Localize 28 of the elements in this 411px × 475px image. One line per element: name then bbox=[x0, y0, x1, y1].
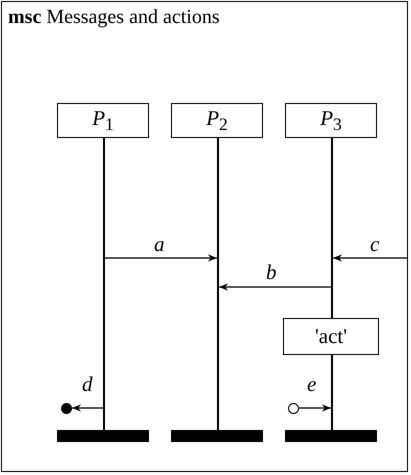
instance-box bbox=[285, 103, 377, 138]
message-label: b bbox=[266, 260, 276, 285]
message-label: c bbox=[370, 232, 380, 257]
message-label: e bbox=[307, 372, 316, 397]
instance-name: P$_{2}$ bbox=[206, 106, 228, 136]
diagram-title: msc Messages and actions bbox=[8, 6, 220, 29]
message-arrow bbox=[299, 404, 331, 412]
lost-message-dot bbox=[61, 403, 72, 414]
instance-end-bar bbox=[57, 430, 149, 442]
message-arrow bbox=[105, 254, 217, 262]
lifeline bbox=[103, 138, 105, 430]
lifeline bbox=[331, 355, 333, 430]
instance-end-bar bbox=[171, 430, 263, 442]
lifeline bbox=[217, 138, 219, 430]
lifeline bbox=[331, 138, 333, 319]
instance-name: P$_{3}$ bbox=[320, 106, 342, 136]
message-label: d bbox=[82, 372, 92, 397]
instance-name: P$_{1}$ bbox=[92, 106, 114, 136]
instance-box bbox=[57, 103, 149, 138]
instance-end-bar bbox=[285, 430, 377, 442]
message-label: a bbox=[154, 232, 164, 257]
message-arrow bbox=[219, 283, 331, 291]
message-arrow bbox=[333, 254, 407, 262]
message-arrow bbox=[72, 404, 103, 412]
instance-box bbox=[171, 103, 263, 138]
action-label: 'act' bbox=[314, 324, 348, 349]
action-box bbox=[283, 318, 379, 355]
found-message-circle bbox=[288, 403, 299, 414]
